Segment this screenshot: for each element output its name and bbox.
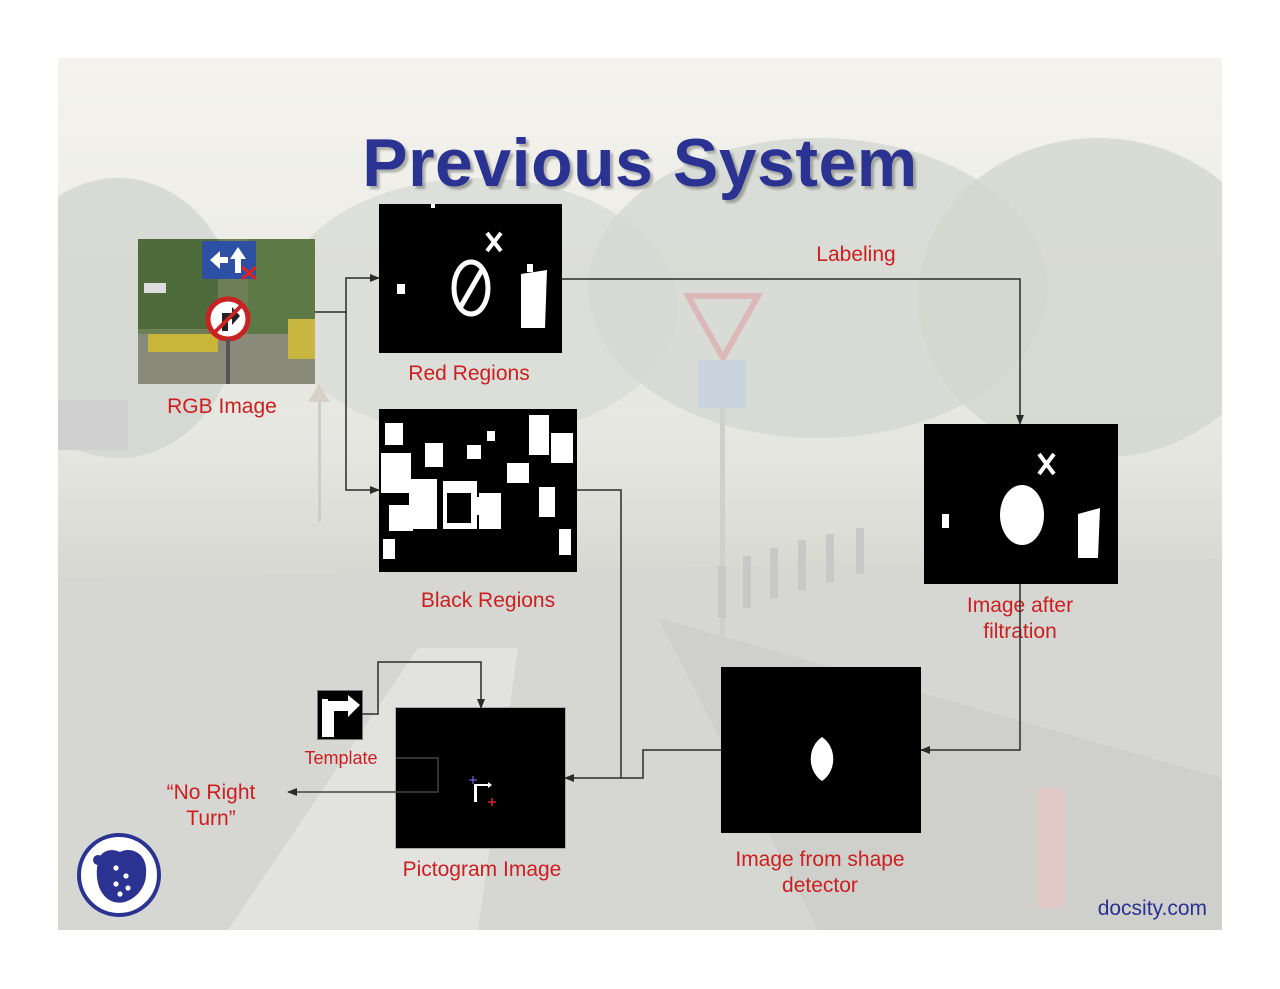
- slide-title: Previous System: [362, 125, 918, 201]
- image-from-shape-detector-label-line2: detector: [782, 874, 858, 897]
- arrow-template-to-pictogram: [362, 661, 485, 715]
- image-from-shape-detector: [721, 667, 921, 833]
- red-regions-image: [379, 204, 562, 353]
- street-background: [58, 138, 1222, 930]
- arrow-rgb-to-red: [315, 274, 380, 313]
- credit-text: docsity.com: [1097, 897, 1207, 920]
- pictogram-image: [395, 707, 566, 849]
- result-label: “No Right Turn”: [146, 780, 276, 832]
- arrow-filtration-to-shape: [920, 584, 1021, 754]
- labeling-label: Labeling: [816, 243, 896, 266]
- template-image: [317, 690, 363, 740]
- rgb-image-label: RGB Image: [167, 395, 277, 418]
- black-regions-label: Black Regions: [420, 589, 556, 612]
- slide-background: [58, 58, 1222, 930]
- template-label: Template: [304, 748, 378, 768]
- docsity-logo-icon: [77, 833, 161, 917]
- red-regions-label: Red Regions: [408, 362, 530, 385]
- result-label-line2: Turn”: [186, 807, 236, 830]
- image-from-shape-detector-label: Image from shape detector: [720, 847, 920, 899]
- arrow-rgb-to-black: [345, 312, 380, 494]
- pictogram-image-label: Pictogram Image: [402, 858, 562, 881]
- arrow-red-to-filtration: [562, 278, 1024, 425]
- arrow-black-to-pictogram: [577, 489, 622, 778]
- image-from-shape-detector-label-line1: Image from shape: [735, 848, 905, 871]
- rgb-image: [138, 239, 315, 384]
- result-label-line1: “No Right: [166, 781, 256, 804]
- image-after-filtration: [924, 424, 1118, 584]
- arrow-pictogram-to-result: [287, 757, 439, 796]
- black-regions-image: [379, 409, 577, 572]
- arrow-shape-to-pictogram: [564, 749, 721, 782]
